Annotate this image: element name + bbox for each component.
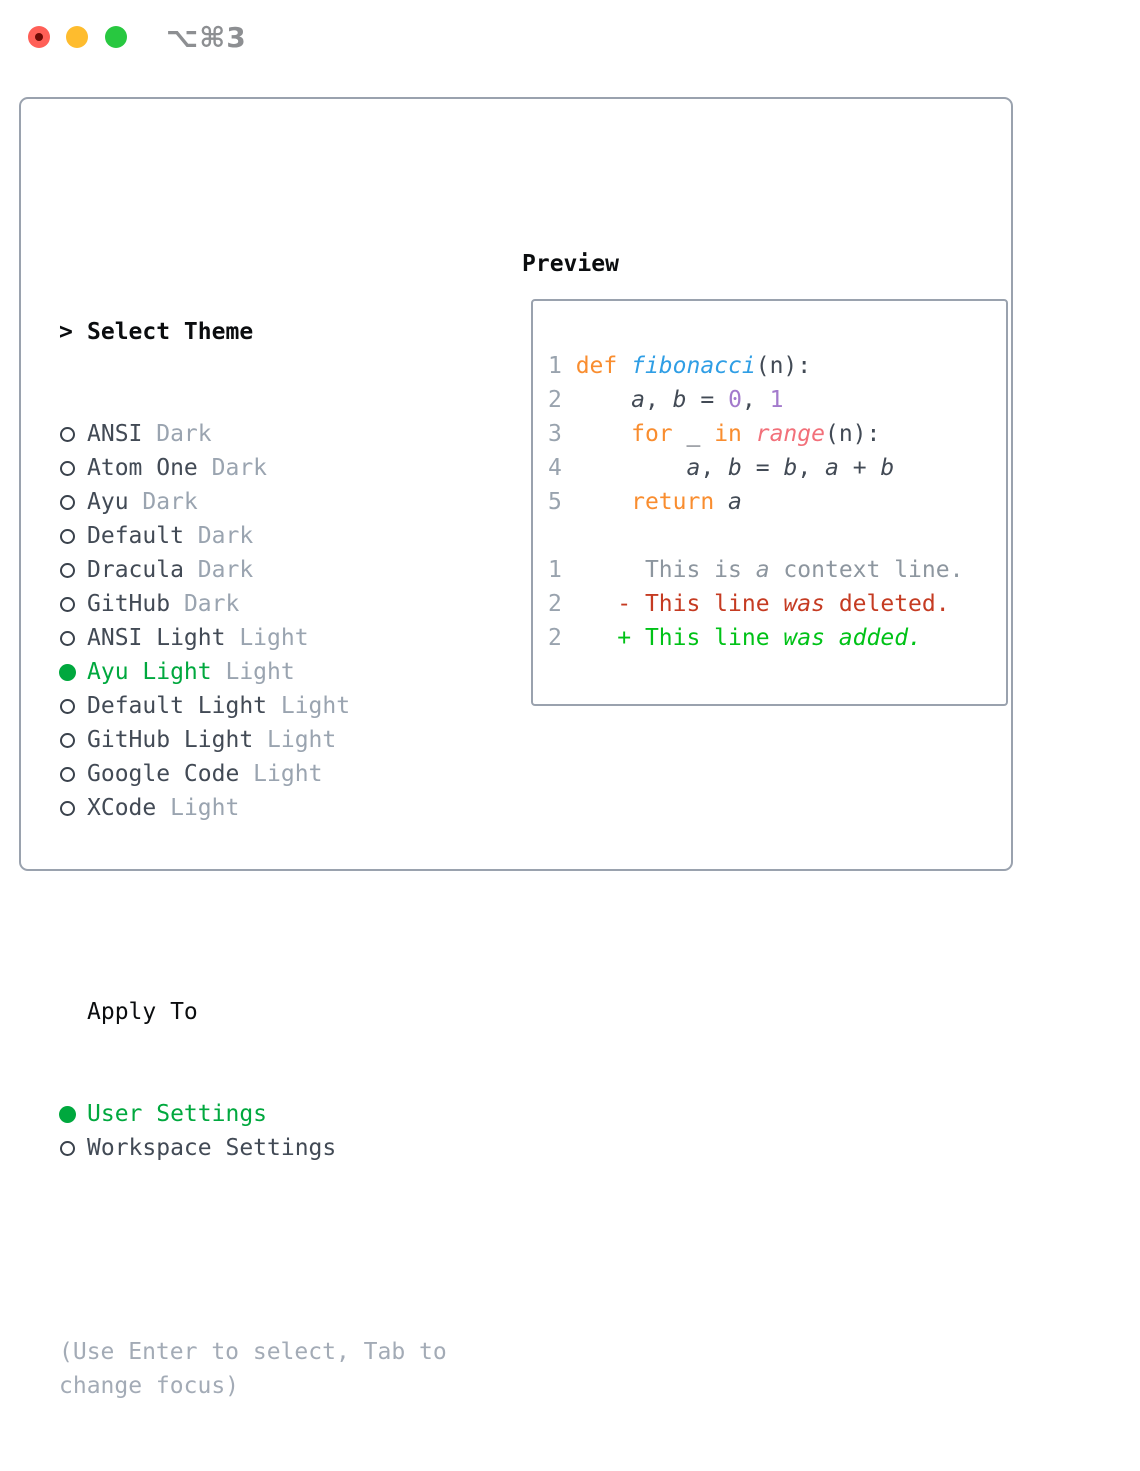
radio-icon <box>60 596 75 612</box>
preview-line: 3 for _ in range(n): <box>548 421 881 447</box>
preview-line: 2 + This line was added. <box>548 625 922 651</box>
apply-to-header: Apply To <box>59 995 504 1029</box>
theme-option-xcode-light[interactable]: XCode Light <box>59 791 504 825</box>
theme-option-label: ANSI Dark <box>87 421 212 447</box>
marker-blank <box>59 995 87 1029</box>
preview-line: 1 This is a context line. <box>548 557 964 583</box>
apply-option-label: User Settings <box>87 1101 268 1127</box>
theme-option-ansi-light-light[interactable]: ANSI Light Light <box>59 621 504 655</box>
theme-option-label: Dracula Dark <box>87 557 254 583</box>
radio-selected-icon <box>59 1105 76 1123</box>
theme-option-default-dark[interactable]: Default Dark <box>59 519 504 553</box>
radio-icon <box>60 766 75 782</box>
close-button[interactable] <box>28 26 50 48</box>
theme-option-label: Default Dark <box>87 523 254 549</box>
radio-icon <box>60 562 75 578</box>
theme-option-label: Atom One Dark <box>87 455 268 481</box>
app-window: { "window": { "title": "⌥⌘3", "buttons":… <box>0 0 1140 1399</box>
apply-option-user-settings[interactable]: User Settings <box>59 1097 504 1131</box>
theme-option-dracula-dark[interactable]: Dracula Dark <box>59 553 504 587</box>
theme-option-label: XCode Light <box>87 795 240 821</box>
spacer <box>59 1233 504 1267</box>
apply-to-title: Apply To <box>87 999 198 1025</box>
radio-icon <box>60 1140 75 1156</box>
theme-option-label: Ayu Light Light <box>87 659 295 685</box>
preview-line: 5 return a <box>548 489 742 515</box>
apply-option-label: Workspace Settings <box>87 1135 337 1161</box>
theme-option-github-light-light[interactable]: GitHub Light Light <box>59 723 504 757</box>
radio-icon <box>60 528 75 544</box>
theme-option-label: ANSI Light Light <box>87 625 309 651</box>
radio-icon <box>60 800 75 816</box>
theme-option-github-dark[interactable]: GitHub Dark <box>59 587 504 621</box>
theme-option-label: Default Light Light <box>87 693 351 719</box>
preview-blank-line <box>548 519 1006 553</box>
preview-box: 1 def fibonacci(n): 2 a, b = 0, 1 3 for _ … <box>531 299 1008 706</box>
radio-icon <box>60 698 75 714</box>
theme-option-label: Google Code Light <box>87 761 323 787</box>
radio-icon <box>60 494 75 510</box>
zoom-button[interactable] <box>105 26 127 48</box>
titlebar: ⌥⌘3 <box>0 0 1140 97</box>
focus-chevron-icon: > <box>59 319 73 345</box>
radio-icon <box>60 426 75 442</box>
preview-line: 1 def fibonacci(n): <box>548 353 812 379</box>
theme-option-ayu-light-light[interactable]: Ayu Light Light <box>59 655 504 689</box>
spacer <box>59 893 504 927</box>
theme-option-atom-one-dark[interactable]: Atom One Dark <box>59 451 504 485</box>
preview-line: 2 - This line was deleted. <box>548 591 950 617</box>
radio-icon <box>60 460 75 476</box>
close-button-dot-icon <box>35 33 43 41</box>
theme-option-ayu-dark[interactable]: Ayu Dark <box>59 485 504 519</box>
minimize-button[interactable] <box>66 26 88 48</box>
theme-option-ansi-dark[interactable]: ANSI Dark <box>59 417 504 451</box>
theme-list-header: > Select Theme <box>59 315 504 349</box>
preview-header: Preview <box>522 251 619 277</box>
radio-icon <box>60 732 75 748</box>
theme-option-label: Ayu Dark <box>87 489 198 515</box>
radio-selected-icon <box>59 663 76 681</box>
theme-option-label: GitHub Light Light <box>87 727 337 753</box>
theme-option-label: GitHub Dark <box>87 591 240 617</box>
window-title: ⌥⌘3 <box>166 21 247 54</box>
apply-option-workspace-settings[interactable]: Workspace Settings <box>59 1131 504 1165</box>
preview-line: 2 a, b = 0, 1 <box>548 387 784 413</box>
radio-icon <box>60 630 75 646</box>
theme-list-title: Select Theme <box>87 319 254 345</box>
theme-option-google-code-light[interactable]: Google Code Light <box>59 757 504 791</box>
theme-option-default-light-light[interactable]: Default Light Light <box>59 689 504 723</box>
help-text: (Use Enter to select, Tab to change focu… <box>59 1339 447 1399</box>
preview-line: 4 a, b = b, a + b <box>548 455 895 481</box>
